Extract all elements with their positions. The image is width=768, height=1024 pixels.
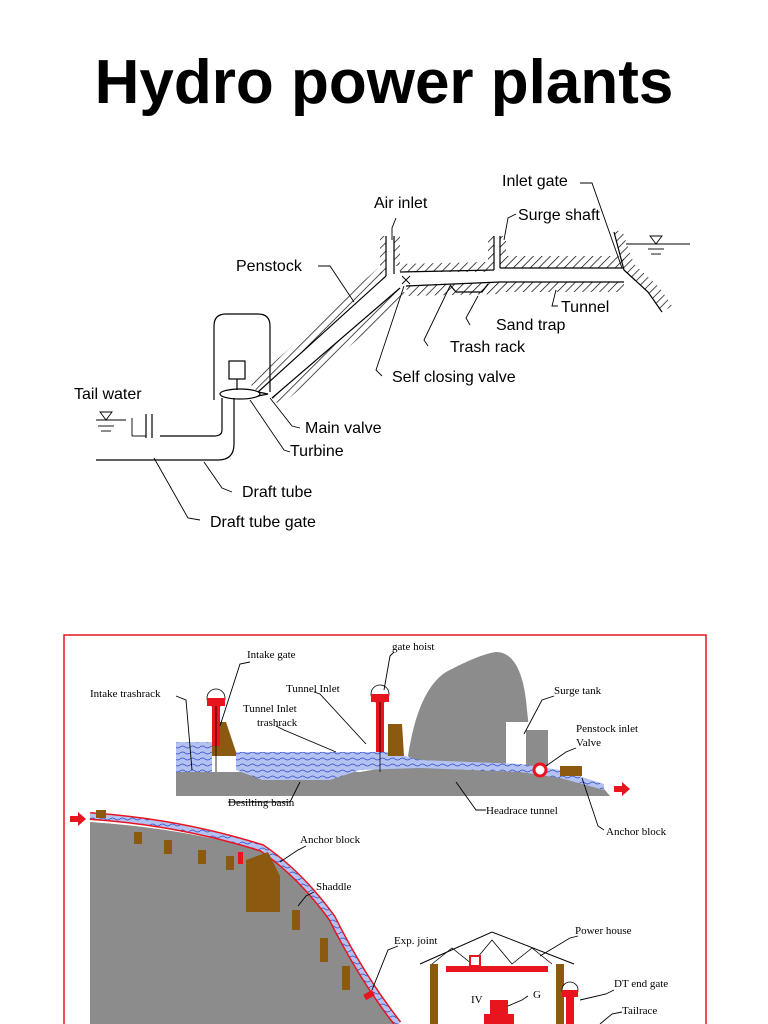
dt-end-gate <box>561 981 579 1024</box>
diagram-frame <box>63 634 707 1024</box>
power-house-building <box>213 313 271 400</box>
label-intake-gate: Intake gate <box>247 649 296 661</box>
label-penstock-inlet-valve-line1: Penstock inlet <box>576 723 638 735</box>
label-anchor-block: Anchor block <box>300 834 361 846</box>
leader-lines-2 <box>175 651 623 1024</box>
tailwater-level-symbol <box>96 411 146 437</box>
label-tailrace: Tailrace <box>622 1005 657 1017</box>
label-exp-joint: Exp. joint <box>394 935 437 947</box>
draft-tube-pipe <box>96 398 235 461</box>
desilting-basin-water <box>236 752 360 780</box>
saddle-supports <box>96 810 350 990</box>
penstock-inlet-valve <box>532 762 548 778</box>
label-penstock: Penstock <box>236 258 303 275</box>
label-main-valve: Main valve <box>305 420 382 437</box>
power-house <box>419 931 575 1024</box>
label-headrace-tunnel: Headrace tunnel <box>486 805 558 817</box>
label-trash-rack: Trash rack <box>450 339 526 356</box>
hillside-rock <box>90 822 396 1024</box>
label-tunnel: Tunnel <box>561 299 609 316</box>
illustrated-diagram: Intake gate gate hoist Intake trashrack … <box>63 634 707 1024</box>
leader-lines <box>153 182 623 521</box>
label-tunnel-inlet: Tunnel Inlet <box>286 683 340 695</box>
label-surge-shaft: Surge shaft <box>518 207 600 224</box>
label-g: G <box>533 989 541 1001</box>
inflow-arrow-icon <box>70 812 86 826</box>
label-penstock-inlet-valve-line2: Valve <box>576 737 601 749</box>
anchor-block <box>246 852 280 912</box>
schematic-diagram: Inlet gate Air inlet Surge shaft Penstoc… <box>74 173 690 531</box>
label-inlet-gate: Inlet gate <box>502 173 568 190</box>
mountain-rock <box>408 652 534 770</box>
label-shaddle: Shaddle <box>316 881 352 893</box>
penstock-pipe <box>250 268 408 406</box>
outflow-arrow-icon <box>614 782 630 796</box>
label-dt-end-gate: DT end gate <box>614 978 668 990</box>
label-desilting-basin: Desilting basin <box>228 797 295 809</box>
label-surge-tank: Surge tank <box>554 685 602 697</box>
tunnel-pipe <box>380 236 624 296</box>
page-title: Hydro power plants <box>94 48 674 117</box>
label-draft-tube-gate: Draft tube gate <box>210 514 316 531</box>
label-air-inlet: Air inlet <box>374 195 428 212</box>
label-gate-hoist: gate hoist <box>392 641 434 653</box>
intake-water <box>176 742 212 772</box>
label-iv: IV <box>471 994 483 1006</box>
label-sand-trap: Sand trap <box>496 317 565 334</box>
label-power-house: Power house <box>575 925 632 937</box>
headwater-level-symbol <box>626 235 690 255</box>
label-tunnel-inlet-trashrack-line2: trashrack <box>257 717 298 729</box>
tunnel-inlet-water <box>360 752 604 790</box>
intake-gate-hoist <box>206 688 226 772</box>
label-turbine: Turbine <box>290 443 344 460</box>
label-self-closing-valve: Self closing valve <box>392 369 516 386</box>
label-anchor-block-right: Anchor block <box>606 826 667 838</box>
label-intake-trashrack: Intake trashrack <box>90 688 161 700</box>
label-tunnel-inlet-trashrack-line1: Tunnel Inlet <box>243 703 297 715</box>
label-draft-tube: Draft tube <box>242 484 312 501</box>
label-tail-water: Tail water <box>74 386 142 403</box>
